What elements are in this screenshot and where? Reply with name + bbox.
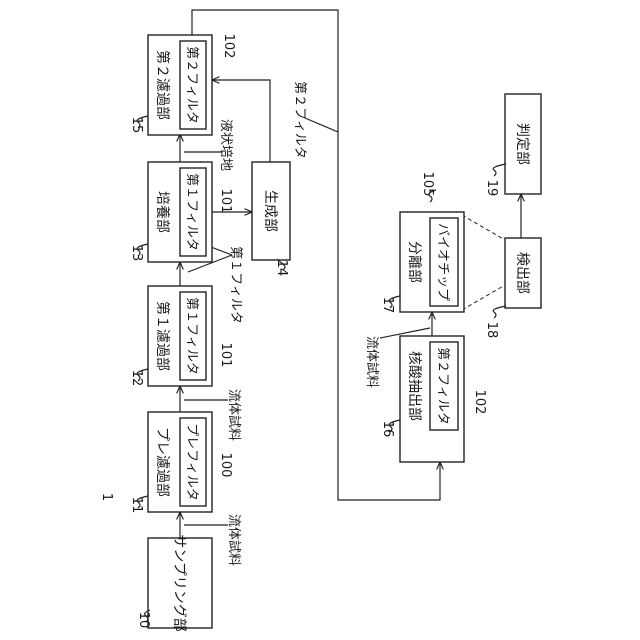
fluid-sample-label-3: 流体試料 <box>364 336 380 388</box>
liquid-medium-label: 液状培地 <box>218 119 234 171</box>
first-filter-transfer-label: 第１フィルタ <box>228 246 243 324</box>
second-filtration-filter-label: 第２フィルタ <box>184 46 199 124</box>
leader-ref-detection <box>493 306 506 318</box>
sampling-label: サンプリング部 <box>171 534 187 632</box>
ref-culture: 13 <box>129 245 144 262</box>
ref-second-filtration: 15 <box>129 117 144 134</box>
first-filtration-label: 第１濾過部 <box>154 301 171 371</box>
ref-sampling: 10 <box>136 612 151 629</box>
ref-second-filter-b: 102 <box>472 390 487 415</box>
ref-first-filtration: 12 <box>129 370 144 387</box>
separation-label: 分離部 <box>406 241 423 283</box>
ref-biochip: 105 <box>420 172 435 197</box>
ref-detection: 18 <box>484 322 499 339</box>
leader-second-filter-transfer <box>305 118 338 132</box>
ref-separation: 17 <box>380 297 395 314</box>
first-filtration-filter-label: 第１フィルタ <box>184 297 199 375</box>
generation-label: 生成部 <box>262 190 278 232</box>
ref-nucleic-extraction: 16 <box>380 421 395 438</box>
figure-number: 1 <box>99 493 114 501</box>
judgment-label: 判定部 <box>514 123 530 165</box>
culture-label: 培養部 <box>154 191 171 233</box>
leader-ref-judgment <box>493 164 506 176</box>
fluid-sample-label-1: 流体試料 <box>226 514 242 566</box>
nucleic-extraction-label: 核酸抽出部 <box>406 351 422 421</box>
second-filter-transfer-label: 第２フィルタ <box>292 81 307 159</box>
dashed-link-upper <box>462 215 505 240</box>
ref-first-filter-a: 101 <box>218 343 233 368</box>
ref-judgment: 19 <box>484 180 499 197</box>
nucleic-extraction-filter-label: 第２フィルタ <box>435 347 450 425</box>
prefilter-unit-label: プレ濾過部 <box>154 427 170 497</box>
fluid-sample-label-2: 流体試料 <box>226 389 242 441</box>
dashed-link-lower <box>462 285 505 310</box>
ref-prefilter-unit: 11 <box>129 497 144 514</box>
ref-prefilter: 100 <box>218 453 233 478</box>
detection-label: 検出部 <box>514 252 530 294</box>
prefilter-label: プレフィルタ <box>184 423 199 501</box>
culture-filter-label: 第１フィルタ <box>184 173 199 251</box>
ref-second-filter-a: 102 <box>221 34 236 59</box>
second-filtration-label: 第２濾過部 <box>154 50 171 120</box>
ref-first-filter-b: 101 <box>218 189 233 214</box>
biochip-label: バイオチップ <box>435 223 450 301</box>
